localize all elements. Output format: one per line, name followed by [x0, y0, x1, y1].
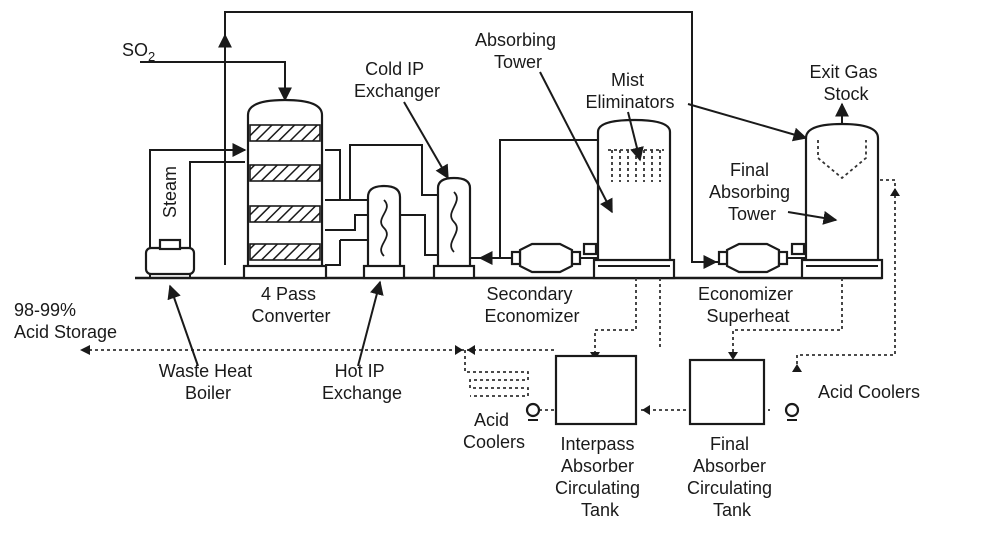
absorbing-tower	[592, 118, 676, 280]
cold-ip-exchanger	[349, 144, 476, 280]
acid-coolers-right-label: Acid Coolers	[818, 382, 920, 402]
acid-circulation-lines	[80, 179, 900, 415]
secondary-economizer	[470, 139, 598, 274]
acid-coolers-left-label: Acid Coolers	[463, 410, 525, 452]
mist-eliminators-label: Mist Eliminators	[585, 70, 674, 112]
secondary-economizer-label: Secondary Economizer	[484, 284, 579, 326]
steam-piping	[149, 143, 341, 266]
economizer-superheat	[700, 242, 806, 274]
final-tank-label: Final Absorber Circulating Tank	[687, 434, 777, 520]
four-pass-converter	[242, 98, 328, 280]
so2-feed-line	[140, 61, 292, 102]
absorbing-tower-label: Absorbing Tower	[475, 30, 561, 72]
steam-label: Steam	[160, 166, 180, 218]
hot-ip-exchanger	[325, 184, 406, 280]
waste-heat-boiler	[144, 238, 196, 278]
exit-gas-stock-label: Exit Gas Stock	[809, 62, 882, 104]
interpass-tank-label: Interpass Absorber Circulating Tank	[555, 434, 645, 520]
waste-heat-boiler-label: Waste Heat Boiler	[159, 361, 257, 403]
final-absorbing-tower-label: Final Absorbing Tower	[709, 160, 795, 224]
acid-storage-label: 98-99% Acid Storage	[14, 300, 117, 342]
interpass-absorber-circulating-tank	[525, 354, 638, 426]
cold-ip-exchanger-label: Cold IP Exchanger	[354, 59, 440, 101]
so2-label: SO2	[122, 40, 155, 64]
four-pass-converter-label: 4 Pass Converter	[251, 284, 330, 326]
economizer-superheat-label: Economizer Superheat	[698, 284, 798, 326]
hot-ip-exchange-label: Hot IP Exchange	[322, 361, 402, 403]
final-absorber-circulating-tank	[688, 358, 800, 426]
leader-lines	[167, 71, 838, 367]
final-absorbing-tower	[800, 102, 884, 280]
